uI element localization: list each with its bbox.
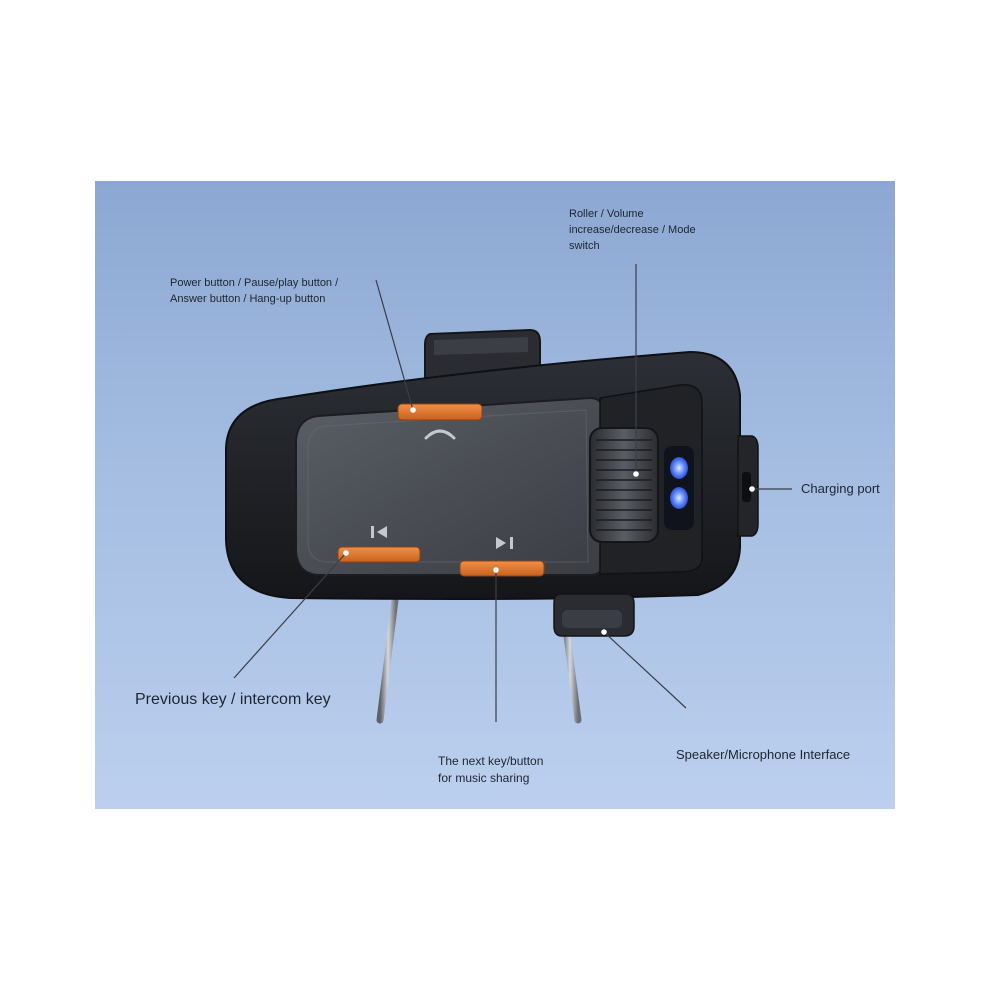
callout-next-key: The next key/button for music sharing [438,754,544,786]
previous-track-icon [371,526,387,538]
next-button [459,560,545,577]
next-track-icon [496,537,513,549]
callout-previous-key: Previous key / intercom key [135,691,331,708]
phone-handset-icon [424,429,456,440]
leader-dots [343,407,755,635]
mount-rod-left [376,588,400,724]
leader-lines [233,264,792,722]
volume-roller [589,427,659,543]
callout-power-button: Power button / Pause/play button / Answe… [170,277,339,305]
status-led-lower [670,487,688,509]
power-button [397,403,483,421]
status-led-upper [670,457,688,479]
previous-button [337,546,421,563]
callout-roller: Roller / Volume increase/decrease / Mode… [569,208,696,252]
callout-charging-port: Charging port [801,481,880,496]
callout-speaker-mic: Speaker/Microphone Interface [676,747,851,762]
